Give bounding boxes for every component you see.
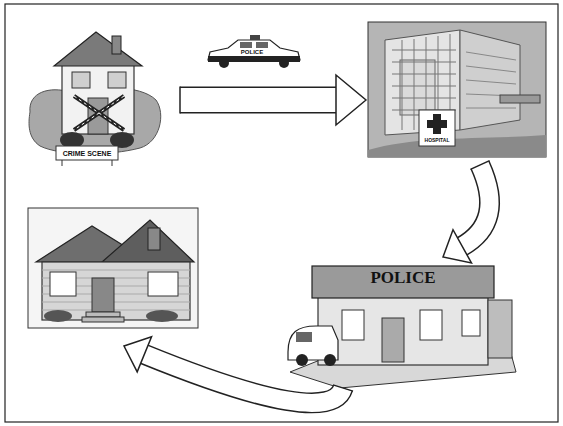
police-car-picture-part — [250, 35, 260, 40]
flow-arrow — [443, 161, 490, 263]
crime-scene-picture-part — [112, 160, 113, 166]
police-station-picture-part — [296, 332, 312, 342]
hospital-picture-part — [460, 30, 520, 130]
police-station-picture-part — [324, 354, 336, 366]
police-station-picture-part — [318, 295, 488, 365]
crime-scene-node: CRIME SCENE — [22, 22, 164, 162]
house-picture-part — [82, 317, 124, 322]
police-car-picture-part — [279, 58, 289, 68]
arrow-tail — [333, 385, 353, 391]
house-picture-part — [50, 272, 76, 296]
arrow-outline — [461, 165, 489, 247]
house-picture-part — [146, 310, 178, 322]
police-station-picture-part — [342, 310, 364, 340]
police-car-picture — [208, 35, 300, 68]
police-station-picture-part — [488, 300, 512, 358]
crime-scene-picture-part — [74, 96, 124, 130]
arrow-head — [336, 75, 366, 125]
node-label: CRIME SCENE — [56, 150, 118, 157]
hospital-picture — [368, 22, 546, 157]
police-station-picture-part — [462, 310, 480, 336]
police-car-picture-part — [256, 42, 268, 48]
flow-arrow — [180, 75, 366, 125]
frame — [5, 4, 558, 422]
node-label: POLICE — [312, 269, 494, 286]
arrow-head — [443, 230, 471, 263]
police-station-picture-part — [420, 310, 442, 340]
hospital-picture-part — [419, 110, 455, 146]
arrow-body — [461, 165, 489, 247]
arrow-outline — [180, 87, 337, 114]
crime-scene-picture-part — [74, 96, 124, 130]
house-picture-part — [92, 278, 114, 312]
house-picture — [28, 208, 198, 328]
hospital-picture-part — [368, 135, 546, 157]
house-picture-part — [148, 228, 160, 250]
crime-scene-picture-part — [108, 72, 126, 88]
hospital-picture-part — [500, 95, 540, 103]
arrow-body — [143, 354, 343, 403]
arrow-tail — [470, 161, 489, 170]
hospital-picture-part — [368, 22, 546, 157]
police-station-picture-part — [296, 354, 308, 366]
police-station-picture — [288, 266, 516, 388]
edge-label: POLICE — [222, 49, 282, 55]
house-picture-part — [28, 208, 198, 328]
house-picture-part — [86, 312, 120, 317]
crime-scene-picture-part — [62, 62, 134, 134]
node-label: HOSPITAL — [419, 138, 455, 143]
crime-scene-picture-part — [112, 36, 121, 54]
hospital-picture-part — [400, 60, 435, 115]
hospital-node: HOSPITAL — [368, 22, 546, 157]
crime-scene-picture-part — [29, 88, 161, 154]
crime-scene-picture — [29, 32, 161, 166]
arrow-outline — [143, 354, 343, 403]
house-picture-part — [44, 310, 72, 322]
police-car-picture-part — [240, 42, 252, 48]
crime-scene-picture-part — [62, 160, 63, 166]
house-picture-part — [42, 270, 190, 310]
crime-scene-picture-part — [54, 32, 142, 66]
arrow-body — [180, 88, 337, 112]
crime-scene-picture-part — [72, 72, 90, 88]
flow-arrow — [124, 337, 353, 403]
crime-scene-picture-part — [74, 96, 124, 130]
arrow-head — [124, 337, 152, 372]
crime-scene-picture-part — [74, 96, 124, 130]
hospital-picture-part — [427, 120, 447, 128]
arrow-tail — [179, 87, 181, 114]
police-car-picture-part — [219, 58, 229, 68]
house-node — [28, 208, 198, 328]
house-picture-part — [148, 272, 178, 296]
police-station-picture-part — [382, 318, 404, 362]
crime-scene-picture-part — [56, 146, 118, 160]
police-station-picture-part — [312, 266, 494, 298]
house-picture-part — [102, 220, 194, 262]
police-station-node: POLICE — [285, 262, 517, 384]
